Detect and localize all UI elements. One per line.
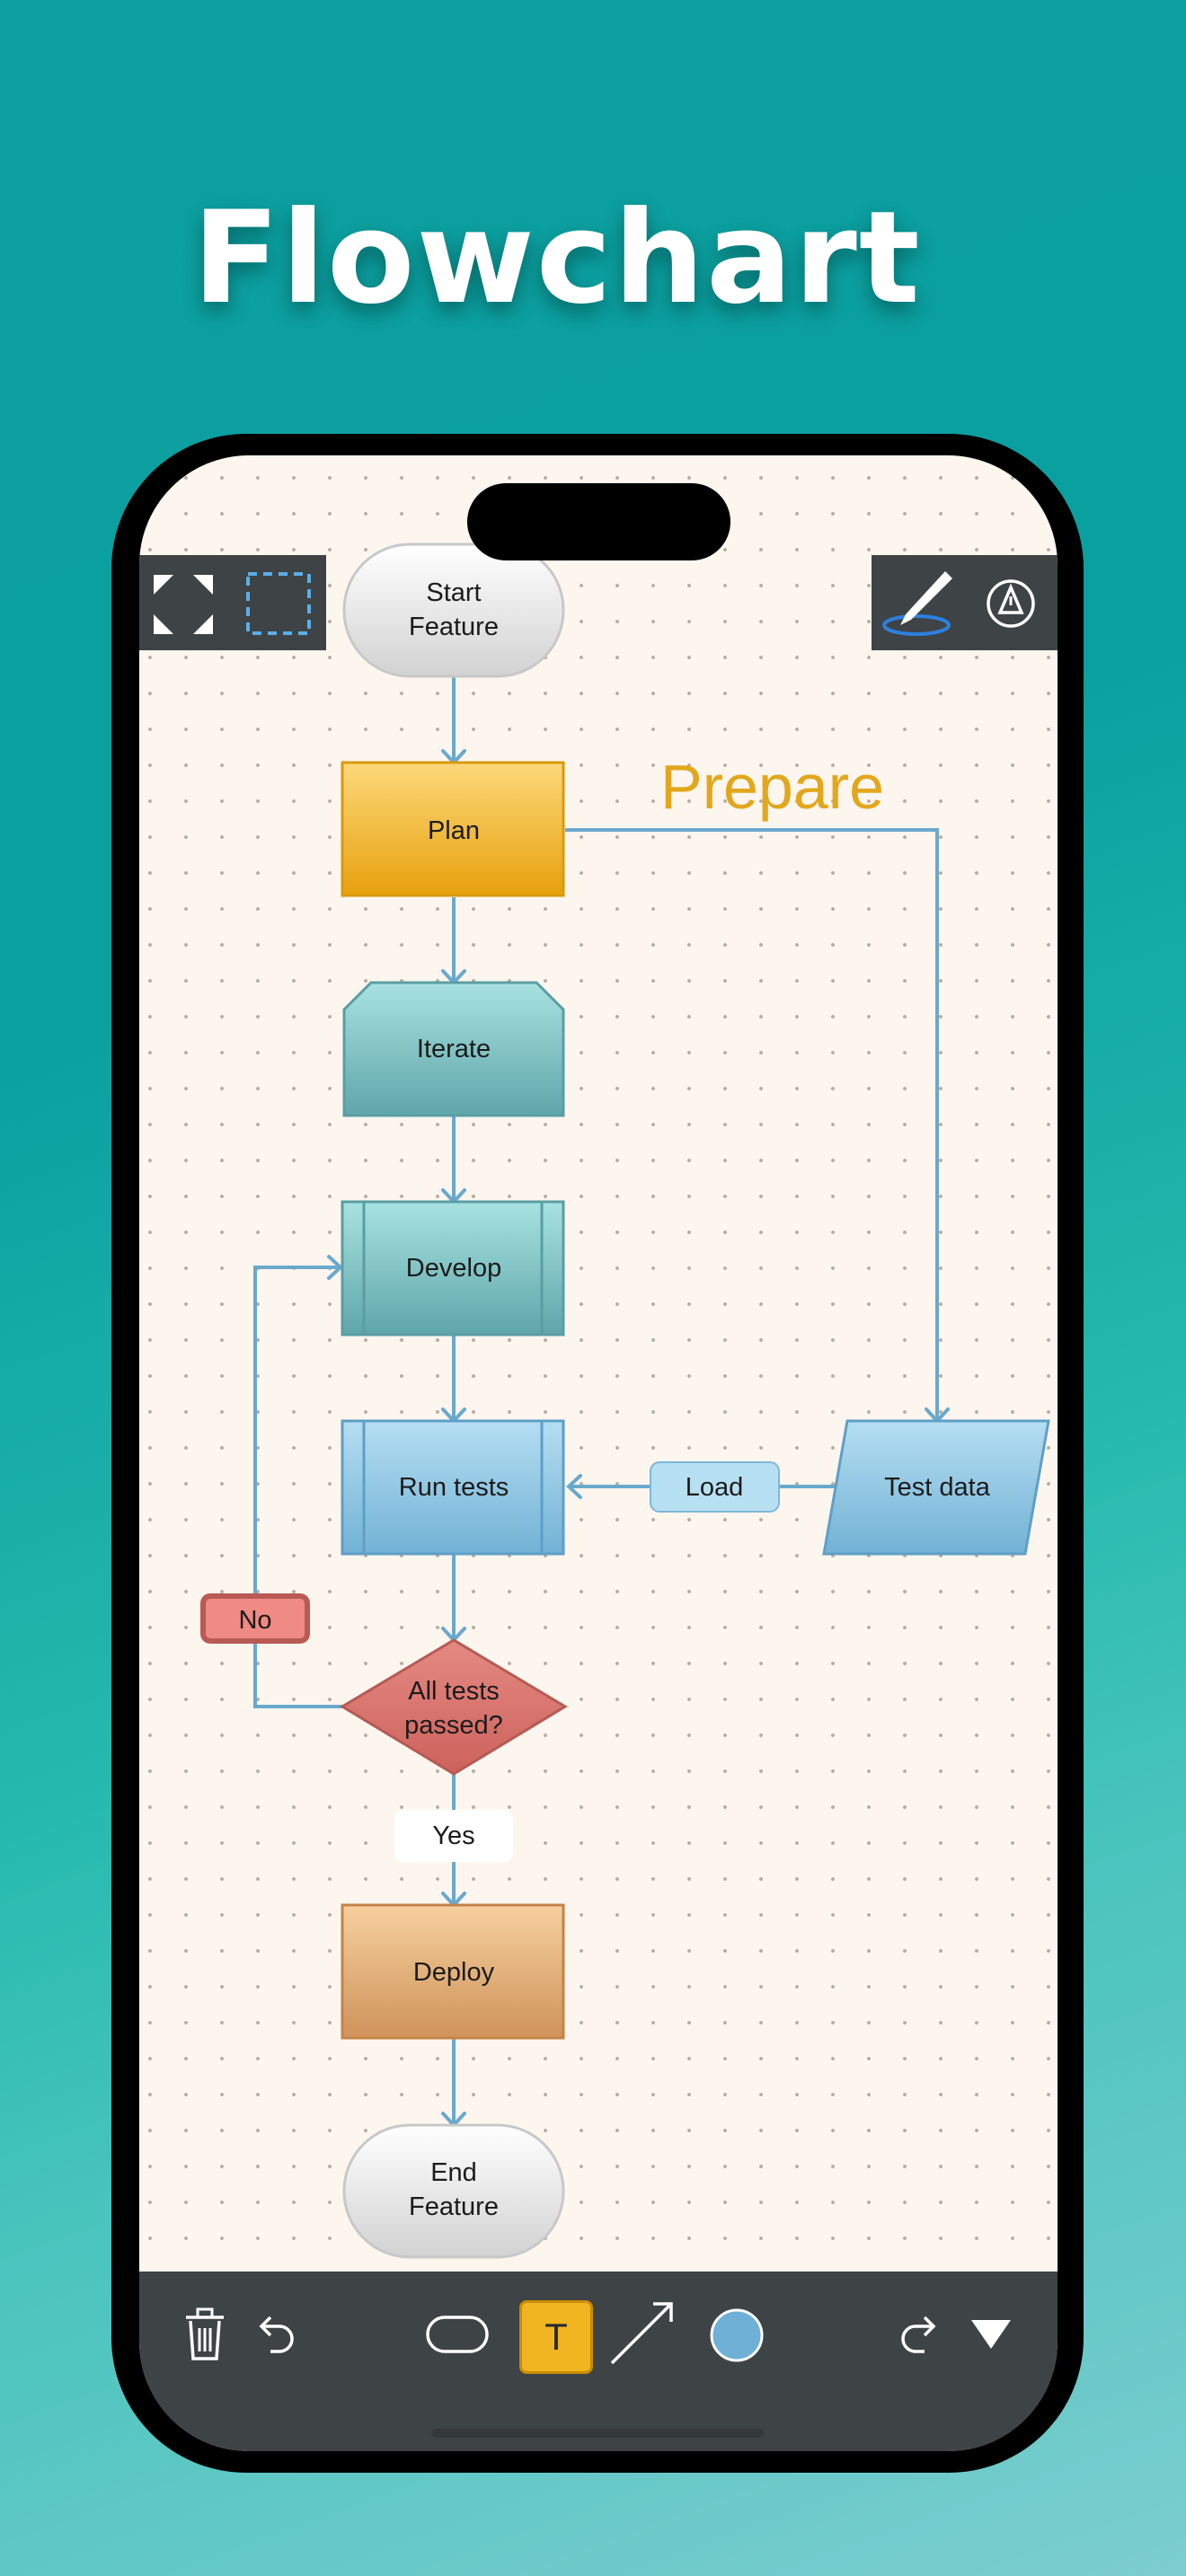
load-connector-label[interactable]: Load	[650, 1461, 780, 1513]
undo-icon[interactable]	[254, 2312, 299, 2357]
end-label-line1: End	[430, 2158, 477, 2187]
page-headline: Flowchart	[192, 184, 922, 332]
top-left-toolbar	[139, 555, 326, 650]
end-label-line2: Feature	[409, 2192, 499, 2221]
plan-node[interactable]: Plan	[341, 761, 565, 897]
yes-label: Yes	[432, 1822, 474, 1850]
prepare-annotation[interactable]: Prepare	[660, 752, 884, 822]
run-tests-label: Run tests	[399, 1473, 509, 1502]
dynamic-island	[467, 483, 730, 560]
redo-icon[interactable]	[896, 2312, 941, 2357]
no-connector-label[interactable]: No	[200, 1593, 310, 1644]
fullscreen-icon[interactable]	[152, 573, 215, 636]
start-label-line1: Start	[426, 578, 481, 607]
plan-label: Plan	[428, 816, 480, 845]
text-tool-icon[interactable]: T	[519, 2300, 593, 2374]
test-data-label: Test data	[884, 1473, 991, 1502]
end-feature-node[interactable]: End Feature	[342, 2123, 565, 2259]
start-feature-node[interactable]: Start Feature	[342, 543, 565, 678]
yes-connector-label[interactable]: Yes	[394, 1810, 513, 1862]
run-tests-node[interactable]: Run tests	[341, 1419, 565, 1556]
pen-nib-icon[interactable]	[986, 578, 1036, 629]
decision-node[interactable]: All tests passed?	[340, 1638, 568, 1776]
deploy-node[interactable]: Deploy	[341, 1903, 565, 2040]
app-screen: Start Feature Plan Prepare Iterate Devel…	[139, 455, 1058, 2451]
test-data-node[interactable]: Test data	[822, 1419, 1050, 1556]
load-label: Load	[686, 1473, 744, 1502]
decision-label-line2: passed?	[404, 1711, 503, 1740]
no-label: No	[238, 1606, 271, 1635]
text-tool-glyph: T	[544, 2316, 568, 2358]
color-circle-icon[interactable]	[709, 2307, 765, 2363]
develop-node[interactable]: Develop	[341, 1200, 565, 1337]
connectors	[253, 676, 939, 2123]
flowchart-canvas[interactable]: Start Feature Plan Prepare Iterate Devel…	[139, 455, 1058, 2451]
top-right-toolbar	[872, 555, 1058, 650]
collapse-triangle-icon[interactable]	[969, 2316, 1013, 2352]
start-label-line2: Feature	[409, 613, 499, 641]
iterate-label: Iterate	[417, 1035, 491, 1063]
home-indicator	[431, 2429, 764, 2438]
rounded-rect-shape-icon[interactable]	[425, 2315, 490, 2354]
arrow-tool-icon[interactable]	[608, 2298, 677, 2367]
develop-label: Develop	[406, 1254, 501, 1283]
iterate-node[interactable]: Iterate	[342, 981, 565, 1117]
pencil-icon[interactable]	[879, 562, 960, 643]
deploy-label: Deploy	[413, 1958, 495, 1987]
bottom-toolbar: T	[139, 2272, 1058, 2451]
trash-icon[interactable]	[182, 2307, 227, 2362]
selection-icon[interactable]	[245, 571, 312, 636]
decision-label-line1: All tests	[408, 1677, 500, 1706]
